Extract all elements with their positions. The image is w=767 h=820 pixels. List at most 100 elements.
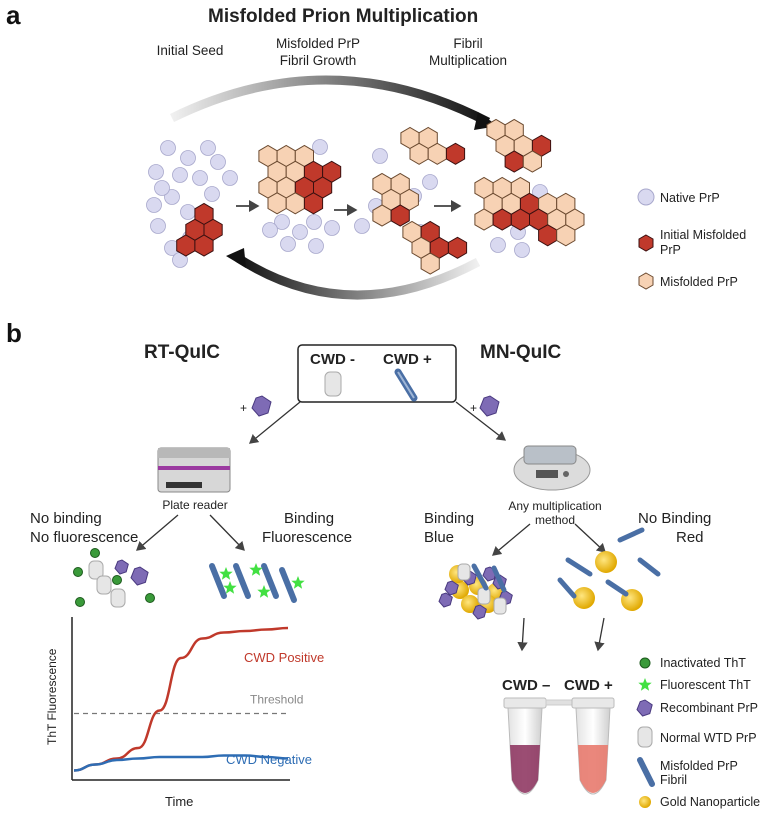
initial-misfolded-prp-icon xyxy=(303,192,324,215)
normal-prp-icon-sample xyxy=(324,371,342,397)
recombinant-prp-icon xyxy=(479,395,500,417)
initial-misfolded-prp-icon xyxy=(492,208,512,231)
arrow-binding xyxy=(209,514,245,551)
mn-no-binding-label-1: No Binding xyxy=(638,510,711,527)
native-prp-icon xyxy=(146,197,162,213)
initial-misfolded-prp-icon xyxy=(390,204,410,227)
normal-prp-icon xyxy=(88,560,104,580)
tube-neg-liquid xyxy=(510,745,540,793)
legend-gold-label: Gold Nanoparticle xyxy=(660,795,760,809)
rtquic-title: RT-QuIC xyxy=(144,342,220,363)
legend-recombinant-label: Recombinant PrP xyxy=(660,701,758,715)
legend-initial-icon xyxy=(638,234,654,252)
normal-prp-icon xyxy=(110,588,126,608)
mn-binding-label-1: Binding xyxy=(424,510,474,527)
tube-label-cwd-neg: CWD – xyxy=(502,677,550,694)
native-prp-icon xyxy=(354,218,370,234)
fibril-icon xyxy=(557,577,577,599)
native-prp-icon xyxy=(222,170,238,186)
native-prp-icon xyxy=(210,154,226,170)
inactivated-tht-icon xyxy=(75,597,85,607)
normal-prp-icon xyxy=(493,597,507,615)
panel-b-letter: b xyxy=(6,318,22,348)
recombinant-prp-blob xyxy=(479,395,500,417)
native-prp-icon xyxy=(490,237,506,253)
native-prp-icon xyxy=(280,236,296,252)
recombinant-prp-blob xyxy=(444,580,459,596)
native-prp-icon xyxy=(148,164,164,180)
initial-misfolded-prp-icon xyxy=(194,234,214,257)
native-prp-icon xyxy=(172,167,188,183)
legend-fibril-label-1: Misfolded PrP xyxy=(660,759,738,773)
misfolded-prp-icon xyxy=(285,192,305,215)
native-prp-icon xyxy=(372,148,388,164)
initial-misfolded-prp-icon xyxy=(176,234,196,257)
tht-fluorescence-chart: ThT Fluorescence Time Threshold CWD Posi… xyxy=(45,617,324,809)
misfolded-prp-icon xyxy=(409,142,429,165)
fibril-icon xyxy=(491,565,507,593)
arrow-to-tube-pos xyxy=(594,617,605,652)
initial-misfolded-prp-icon xyxy=(445,142,466,165)
fibril-icon xyxy=(637,557,661,577)
native-prp-icon xyxy=(164,189,180,205)
panel-a-letter: a xyxy=(6,0,21,30)
native-prp-icon xyxy=(204,186,220,202)
legend-fluorescent-label: Fluorescent ThT xyxy=(660,678,751,692)
tube-cwd-negative xyxy=(503,697,575,795)
arrow-no-binding xyxy=(136,514,179,551)
inactivated-tht-icon xyxy=(112,575,122,585)
legend-native-icon xyxy=(637,188,655,206)
legend-initial-label-1: Initial Misfolded xyxy=(660,228,746,242)
misfolded-prp-icon xyxy=(474,208,494,231)
arrow-to-plate-reader xyxy=(248,401,301,444)
chart-x-label: Time xyxy=(165,794,193,809)
arrow-to-multiplier xyxy=(455,401,507,441)
misfolded-prp-icon xyxy=(556,224,576,247)
plate-reader-label: Plate reader xyxy=(162,498,227,512)
legend-fluorescent-icon xyxy=(638,678,652,691)
normal-prp-icon xyxy=(457,563,471,581)
chart-y-label: ThT Fluorescence xyxy=(45,648,59,745)
step-fibril-mult-1: Fibril xyxy=(453,36,482,51)
legend-gold-icon xyxy=(639,796,651,808)
multiplication-device-icon xyxy=(513,445,591,491)
normal-prp-icon xyxy=(477,587,491,605)
any-method-label-2: method xyxy=(535,513,575,527)
fluorescent-tht-icon xyxy=(257,585,271,598)
native-prp-icon xyxy=(274,214,290,230)
misfolded-prp-icon xyxy=(372,204,392,227)
native-prp-icon xyxy=(306,214,322,230)
inactivated-tht-icon xyxy=(73,567,83,577)
tube-pos-liquid xyxy=(578,745,608,793)
initial-misfolded-prp-icon xyxy=(538,224,558,247)
any-method-label-1: Any multiplication xyxy=(508,499,601,513)
arrow-mn-no-binding xyxy=(574,523,606,553)
native-prp-icon xyxy=(180,150,196,166)
misfolded-prp-icon xyxy=(427,142,447,165)
fibril-icon xyxy=(471,563,489,591)
inactivated-tht-icon xyxy=(90,548,100,558)
binding-label-2: Fluorescence xyxy=(262,529,352,546)
fibril-icon xyxy=(605,579,629,597)
recombinant-prp-blob xyxy=(130,566,149,586)
native-prp-icon xyxy=(154,180,170,196)
legend-recombinant-icon xyxy=(636,699,653,717)
fibril-icon xyxy=(233,563,251,599)
fibril-icon-sample xyxy=(394,368,418,402)
native-prp-icon xyxy=(422,174,438,190)
threshold-label: Threshold xyxy=(250,693,303,707)
misfolded-prp-icon xyxy=(267,192,287,215)
step-initial-seed: Initial Seed xyxy=(157,43,224,58)
fluorescent-tht-icon xyxy=(223,581,237,594)
recombinant-prp-blob xyxy=(438,592,453,608)
panel-a-title: Misfolded Prion Multiplication xyxy=(208,6,478,27)
fluorescent-tht-icon xyxy=(219,567,233,580)
cycle-arrowhead-bottom xyxy=(226,248,246,268)
misfolded-prp-icon xyxy=(420,252,440,275)
tube-cwd-positive xyxy=(571,697,615,795)
step-fibril-mult-2: Multiplication xyxy=(429,53,507,68)
cycle-arrow-top xyxy=(170,75,491,126)
legend-native-label: Native PrP xyxy=(660,191,720,205)
recombinant-prp-blob xyxy=(636,699,653,717)
